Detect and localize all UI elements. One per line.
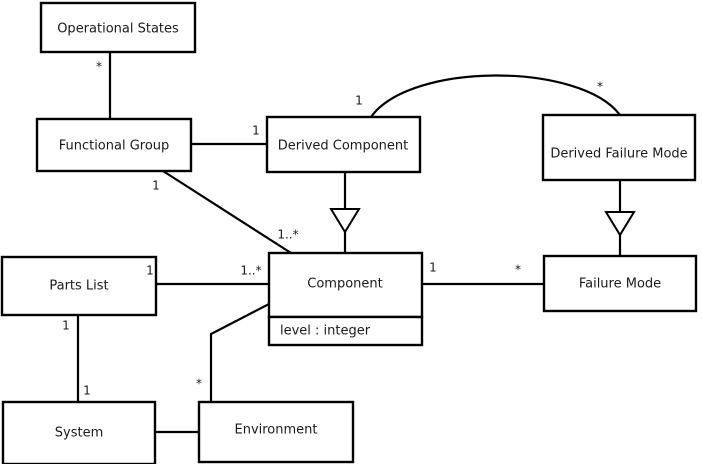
class-name-failure-mode: Failure Mode xyxy=(579,277,661,292)
class-box-operational-states[interactable]: Operational States xyxy=(39,1,197,54)
class-box-derived-failure-mode[interactable]: Derived Failure Mode xyxy=(541,113,697,182)
class-name-functional-group: Functional Group xyxy=(59,139,170,154)
multiplicity-derived-component-left-end: 1 xyxy=(252,124,260,138)
class-box-component-name-rect xyxy=(267,251,424,319)
class-box-environment-rect xyxy=(197,400,355,464)
multiplicity-component-from-parts-list: 1..* xyxy=(240,264,261,278)
class-name-system: System xyxy=(55,426,103,441)
multiplicity-derived-component-curve-end: 1 xyxy=(355,94,363,108)
class-box-component[interactable]: Component level : integer xyxy=(267,251,424,347)
class-box-system-rect xyxy=(1,400,157,464)
multiplicity-failure-mode-left-end: * xyxy=(515,263,521,277)
class-box-component-attr-rect xyxy=(267,315,424,347)
multiplicity-parts-list-bottom-end: 1 xyxy=(62,319,70,333)
multiplicity-functional-group-lower-end: 1 xyxy=(152,179,160,193)
multiplicity-derived-failure-mode-curve-end: * xyxy=(597,80,603,94)
assoc-environment-component xyxy=(209,303,270,402)
class-name-parts-list: Parts List xyxy=(49,279,108,294)
multiplicity-environment-top-end: * xyxy=(196,377,202,391)
class-box-parts-list-rect xyxy=(0,255,158,317)
class-name-derived-component: Derived Component xyxy=(278,139,409,154)
assoc-functional-group-component xyxy=(162,170,292,254)
multiplicity-component-right-end: 1 xyxy=(429,261,437,275)
class-name-derived-failure-mode: Derived Failure Mode xyxy=(550,147,687,162)
class-name-component: Component xyxy=(307,277,382,292)
multiplicity-component-from-functional-group: 1..* xyxy=(277,228,298,242)
class-box-failure-mode[interactable]: Failure Mode xyxy=(542,254,698,313)
multiplicity-parts-list-right-end: 1 xyxy=(146,264,154,278)
multiplicity-operational-states-end: * xyxy=(96,60,102,74)
class-box-operational-states-rect xyxy=(39,1,197,54)
class-box-derived-component[interactable]: Derived Component xyxy=(265,115,422,174)
class-box-functional-group[interactable]: Functional Group xyxy=(35,117,193,173)
class-box-derived-failure-mode-rect xyxy=(541,113,697,182)
class-box-environment[interactable]: Environment xyxy=(197,400,355,464)
class-attribute-component-level: level : integer xyxy=(280,324,371,339)
class-box-parts-list[interactable]: Parts List xyxy=(0,255,158,317)
generalization-arrow-derived-failure-mode xyxy=(604,211,636,237)
class-name-environment: Environment xyxy=(234,423,317,438)
class-box-failure-mode-rect xyxy=(542,254,698,313)
class-box-system[interactable]: System xyxy=(1,400,157,464)
assoc-derived-component-derived-failure-mode xyxy=(370,74,621,118)
class-name-operational-states: Operational States xyxy=(57,22,179,37)
class-box-functional-group-rect xyxy=(35,117,193,173)
generalization-arrow-derived-component xyxy=(329,208,361,234)
class-box-derived-component-rect xyxy=(265,115,422,174)
multiplicity-system-top-end: 1 xyxy=(83,384,91,398)
